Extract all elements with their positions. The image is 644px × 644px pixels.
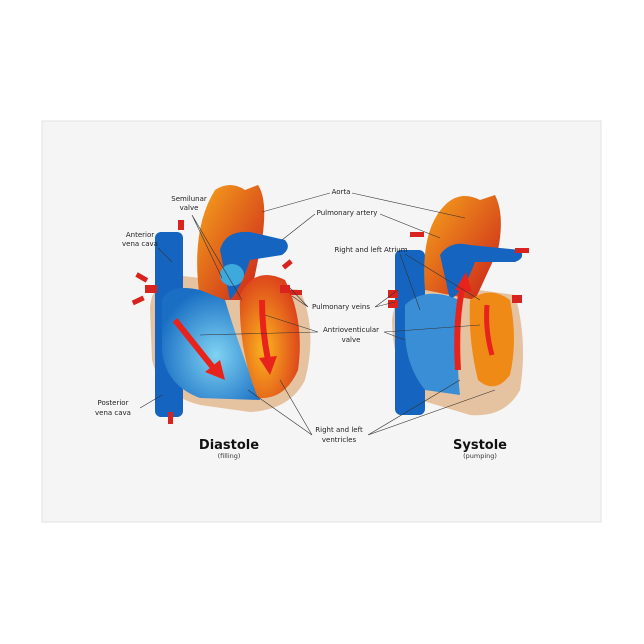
label-aorta: Aorta <box>332 188 351 196</box>
right-chambers <box>405 293 460 395</box>
diastole-subtitle: (filling) <box>218 452 241 460</box>
inflow-arrows <box>131 220 302 424</box>
flow-arrow <box>454 284 466 371</box>
label-anterior-vena-cava-1: Anterior <box>126 231 154 239</box>
label-pulmonary-veins: Pulmonary veins <box>312 303 370 311</box>
label-ventricles-2: ventricles <box>322 436 357 444</box>
label-av-valve-2: valve <box>342 336 361 344</box>
label-ventricles-1: Right and left <box>315 426 363 434</box>
right-chambers <box>162 287 260 400</box>
flow-arrow <box>259 299 271 361</box>
systole-subtitle: (pumping) <box>463 452 497 460</box>
label-atrium: Right and left Atrium <box>334 246 407 254</box>
semilunar-valve-shape <box>220 264 244 286</box>
diastole-heart <box>131 185 311 424</box>
diastole-title: Diastole <box>199 438 259 453</box>
systole-title: Systole <box>453 438 507 453</box>
label-pulmonary-artery: Pulmonary artery <box>317 209 378 217</box>
label-av-valve-1: Antrioventicular <box>323 326 379 334</box>
left-chambers <box>469 292 514 387</box>
label-semilunar-valve-2: valve <box>180 204 199 212</box>
label-anterior-vena-cava-2: vena cava <box>122 240 158 248</box>
leader-lines <box>139 192 496 436</box>
label-semilunar-valve-1: Semilunar <box>171 195 207 203</box>
flow-arrow <box>484 304 495 356</box>
left-chambers <box>239 275 300 399</box>
systole-heart <box>388 195 529 416</box>
flow-arrowhead <box>259 356 277 375</box>
flow-arrow <box>172 318 218 372</box>
flow-arrowhead <box>205 360 225 380</box>
label-posterior-vena-cava-2: vena cava <box>95 409 131 417</box>
label-posterior-vena-cava-1: Posterior <box>98 399 129 407</box>
